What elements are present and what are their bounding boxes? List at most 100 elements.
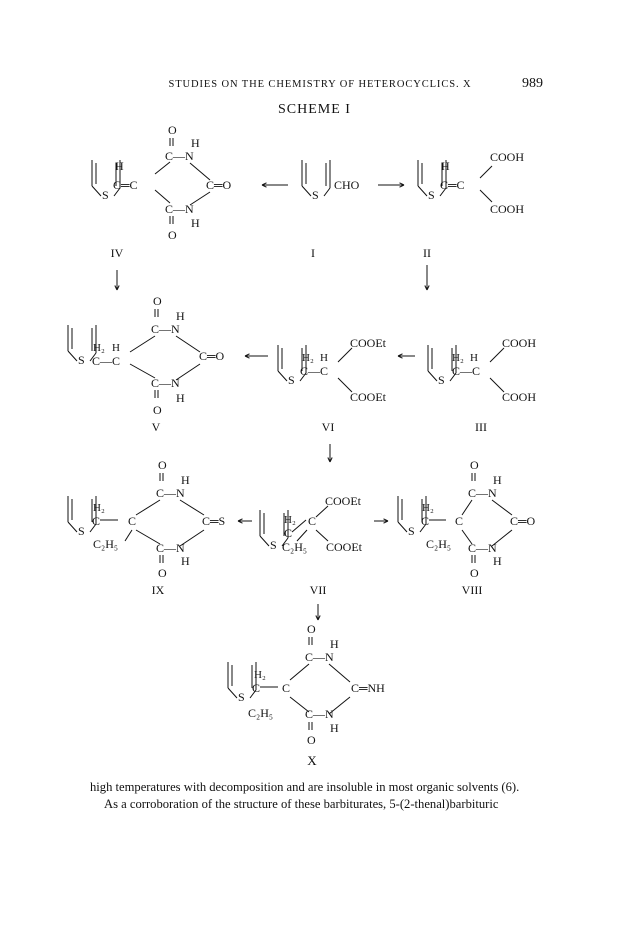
arrow-head: [383, 520, 389, 524]
atom-h2: H₂: [93, 342, 105, 354]
atom-cn: C—N: [468, 486, 497, 500]
atom-c: C: [284, 526, 292, 540]
atom-cooet: COOEt: [326, 540, 363, 554]
atom-o: O: [470, 566, 479, 580]
arrow-head: [327, 457, 331, 463]
bond-line: [135, 529, 161, 545]
thiophene-ring: [89, 523, 97, 533]
bond-line: [491, 499, 513, 516]
compound-label-i: I: [311, 246, 315, 260]
arrow-head: [383, 518, 389, 522]
atom-h: H: [320, 352, 328, 364]
bond-line: [315, 505, 329, 518]
atom-cc-double: C═C: [440, 178, 465, 192]
bond-line: [489, 347, 505, 363]
atom-cooh: COOH: [490, 150, 524, 164]
thiophene-ring: [323, 187, 331, 197]
bond-line: [135, 499, 161, 516]
atom-h: H: [191, 216, 200, 230]
thiophene-ring: [91, 185, 102, 197]
arrow-head: [261, 182, 267, 186]
compound-label-viii: VIII: [462, 583, 483, 597]
atom-cn: C—N: [165, 149, 194, 163]
running-head: STUDIES ON THE CHEMISTRY OF HETEROCYCLIC…: [168, 79, 472, 90]
bond-line: [315, 529, 329, 542]
atom-c: C: [128, 514, 136, 528]
atom-h2: H₂: [93, 502, 105, 514]
arrow-head: [424, 285, 428, 291]
compound-label-vii: VII: [310, 583, 327, 597]
atom-h2: H₂: [452, 352, 464, 364]
bond-line: [328, 696, 351, 715]
compound-label-v: V: [152, 420, 161, 434]
atom-cn: C—N: [156, 486, 185, 500]
atom-c-eq-nh: C═NH: [351, 681, 385, 695]
atom-cn: C—N: [468, 541, 497, 555]
bond-line: [175, 363, 201, 381]
atom-c: C: [308, 514, 316, 528]
atom-cn: C—N: [156, 541, 185, 555]
atom-h: H: [191, 136, 200, 150]
thiophene-ring: [301, 185, 312, 197]
thiophene-ring: [299, 372, 307, 382]
thiophene-ring: [449, 372, 457, 382]
bond-line: [124, 529, 133, 542]
atom-c-eq-o: C═O: [199, 349, 225, 363]
atom-c2h5: C₂H₅: [282, 540, 307, 554]
compound-label-ix: IX: [152, 583, 165, 597]
thiophene-ring: [249, 689, 257, 699]
bond-line: [129, 363, 156, 379]
sulfur-atom: S: [238, 690, 245, 704]
thiophene-ring: [397, 521, 408, 533]
atom-c2h5: C₂H₅: [93, 537, 118, 551]
atom-h: H: [181, 473, 190, 487]
bond-line: [289, 696, 310, 713]
atom-o: O: [158, 458, 167, 472]
bond-line: [154, 161, 171, 175]
arrow-head: [116, 285, 120, 291]
atom-cc-single: C—C: [92, 354, 120, 368]
thiophene-ring: [113, 187, 121, 197]
atom-h: H: [112, 342, 120, 354]
atom-cn: C—N: [151, 376, 180, 390]
atom-cc-single: C—C: [452, 364, 480, 378]
sulfur-atom: S: [102, 188, 109, 202]
atom-h: H: [330, 637, 339, 651]
body-text: high temperatures with decomposition and…: [90, 779, 542, 813]
atom-h: H: [181, 554, 190, 568]
atom-h: H: [493, 473, 502, 487]
bond-line: [154, 189, 171, 204]
atom-h: H: [470, 352, 478, 364]
atom-h: H: [330, 721, 339, 735]
bond-line: [189, 191, 211, 206]
sulfur-atom: S: [408, 524, 415, 538]
atom-o: O: [470, 458, 479, 472]
arrow-head: [315, 615, 319, 621]
scheme-title: SCHEME I: [278, 102, 351, 117]
thiophene-ring: [419, 523, 427, 533]
paragraph-1: high temperatures with decomposition and…: [90, 780, 520, 794]
atom-h2: H₂: [284, 514, 296, 526]
arrow-head: [244, 353, 250, 357]
bond-line: [179, 499, 205, 516]
atom-c: C: [282, 681, 290, 695]
compound-label-iii: III: [475, 420, 487, 434]
bond-line: [328, 663, 351, 683]
compound-label-ii: II: [423, 246, 431, 260]
arrow-head: [317, 615, 321, 621]
atom-cooet: COOEt: [350, 390, 387, 404]
thiophene-ring: [277, 370, 288, 382]
atom-h2: H₂: [254, 669, 266, 681]
bond-line: [337, 347, 353, 363]
atom-h2: H₂: [422, 502, 434, 514]
bond-line: [461, 499, 473, 516]
atom-cooh: COOH: [490, 202, 524, 216]
atom-cc-single: C—C: [300, 364, 328, 378]
arrow-head: [244, 355, 250, 359]
bond-line: [289, 663, 310, 681]
thiophene-ring: [259, 535, 270, 547]
compound-label-x: X: [307, 753, 317, 768]
arrow-head: [261, 184, 267, 188]
page-number: 989: [522, 76, 543, 91]
atom-h: H: [115, 159, 124, 173]
